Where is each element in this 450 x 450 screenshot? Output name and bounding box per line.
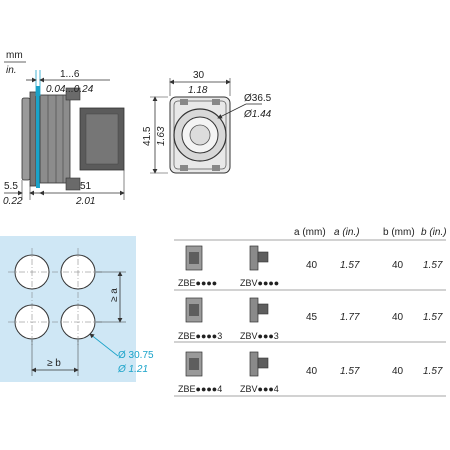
- dim-5-5-in: 0.22: [3, 196, 23, 207]
- dimension-table: a (mm) a (in.) b (mm) b (in.) ZBE●●●● ZB…: [174, 227, 447, 397]
- dim-51: 51: [80, 181, 92, 192]
- row1-a-mm: 40: [306, 260, 318, 271]
- header-b-mm: b (mm): [383, 227, 415, 238]
- cutout-diagram: ≥ a ≥ b Ø 30.75 Ø 1.21: [0, 236, 154, 382]
- table-row: ZBE●●●● ZBV●●●● 40 1.57 40 1.57: [178, 245, 443, 288]
- dim-41-5-in: 1.63: [156, 126, 167, 146]
- row1-b-mm: 40: [392, 260, 404, 271]
- row2-a-in: 1.77: [340, 312, 360, 323]
- row2-b-mm: 40: [392, 312, 404, 323]
- dim-5-5: 5.5: [4, 181, 18, 192]
- row2-a-mm: 45: [306, 312, 318, 323]
- table-row: ZBE●●●●3 ZBV●●●3 45 1.77 40 1.57: [178, 297, 443, 341]
- row1-label1: ZBE●●●●: [178, 278, 217, 288]
- header-b-in: b (in.): [421, 227, 447, 238]
- side-bezel: [21, 97, 31, 181]
- row2-label2: ZBV●●●3: [240, 331, 279, 341]
- side-fixing-collar: [39, 94, 71, 184]
- table-row: ZBE●●●●4 ZBV●●●4 40 1.57 40 1.57: [178, 351, 443, 394]
- row2-b-in: 1.57: [423, 312, 443, 323]
- dim-30: 30: [193, 70, 205, 81]
- dim-b: ≥ b: [47, 358, 61, 369]
- row3-a-in: 1.57: [340, 366, 360, 377]
- row3-b-in: 1.57: [423, 366, 443, 377]
- row3-label2: ZBV●●●4: [240, 384, 279, 394]
- header-a-mm: a (mm): [294, 227, 326, 238]
- dim-30-in: 1.18: [188, 85, 208, 96]
- dim-d36-5: Ø36.5: [244, 93, 272, 104]
- header-a-in: a (in.): [334, 227, 360, 238]
- dim-41-5: 41.5: [142, 126, 153, 146]
- row2-label1: ZBE●●●●3: [178, 331, 222, 341]
- dim-hole-in: Ø 1.21: [117, 364, 148, 375]
- side-panel-flange: [29, 91, 37, 187]
- dim-hole: Ø 30.75: [118, 350, 154, 361]
- front-view: 30 1.18 41.5 1.63 Ø36.5 Ø1.44: [142, 70, 272, 174]
- dim-a: ≥ a: [109, 288, 120, 302]
- dim-d36-5-in: Ø1.44: [243, 109, 272, 120]
- dim-1-6: 1...6: [60, 69, 80, 80]
- row1-b-in: 1.57: [423, 260, 443, 271]
- side-panel-cut: [36, 86, 40, 188]
- row1-a-in: 1.57: [340, 260, 360, 271]
- row3-b-mm: 40: [392, 366, 404, 377]
- dim-51-in: 2.01: [75, 196, 95, 207]
- row1-label2: ZBV●●●●: [240, 278, 279, 288]
- units-in: in.: [6, 65, 17, 76]
- units-mm: mm: [6, 50, 23, 61]
- row3-label1: ZBE●●●●4: [178, 384, 222, 394]
- row3-a-mm: 40: [306, 366, 318, 377]
- side-view: 1...6 0.04...0.24 5.5 0.22 51 2.01: [3, 69, 125, 207]
- dim-1-6-in: 0.04...0.24: [46, 84, 94, 95]
- side-clip-top: [65, 87, 81, 101]
- side-clip-bottom: [65, 177, 81, 191]
